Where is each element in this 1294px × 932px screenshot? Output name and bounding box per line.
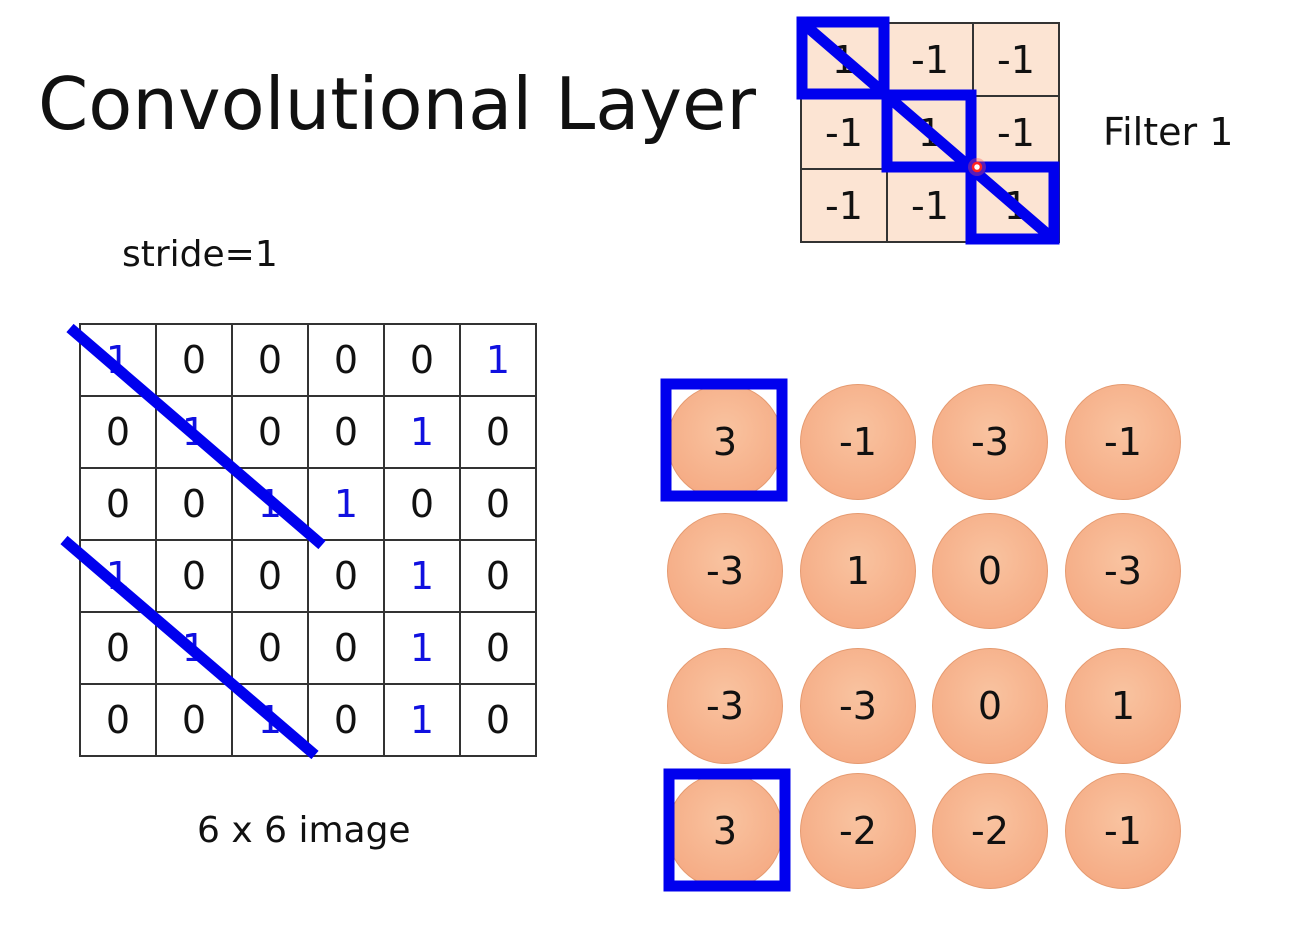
image-cell: 1	[459, 323, 537, 397]
output-value: 1	[1065, 648, 1181, 764]
image-cell: 1	[155, 395, 233, 469]
image-cell: 0	[383, 323, 461, 397]
image-cell: 1	[383, 395, 461, 469]
output-value: -1	[1065, 384, 1181, 500]
filter-cell: -1	[886, 168, 974, 243]
image-cell: 1	[155, 611, 233, 685]
image-label: 6 x 6 image	[197, 810, 411, 851]
image-cell: 0	[155, 683, 233, 757]
image-cell: 0	[79, 395, 157, 469]
filter-cell: -1	[800, 95, 888, 170]
output-value: 0	[932, 648, 1048, 764]
output-value: 3	[667, 384, 783, 500]
image-cell: 0	[231, 539, 309, 613]
image-cell: 1	[231, 683, 309, 757]
stride-label: stride=1	[122, 234, 278, 275]
image-cell: 0	[459, 395, 537, 469]
image-cell: 1	[79, 323, 157, 397]
output-value: -2	[800, 773, 916, 889]
output-value: -3	[800, 648, 916, 764]
image-cell: 0	[307, 323, 385, 397]
image-cell: 0	[79, 467, 157, 541]
image-cell: 1	[231, 467, 309, 541]
output-value: -3	[667, 513, 783, 629]
image-cell: 0	[459, 539, 537, 613]
filter-label: Filter 1	[1103, 110, 1234, 154]
image-cell: 0	[459, 467, 537, 541]
output-value: -3	[1065, 513, 1181, 629]
image-cell: 0	[231, 323, 309, 397]
image-cell: 0	[383, 467, 461, 541]
filter-cell: -1	[972, 22, 1060, 97]
filter-cell: -1	[886, 22, 974, 97]
output-value: -2	[932, 773, 1048, 889]
output-value: -3	[932, 384, 1048, 500]
output-value: -1	[1065, 773, 1181, 889]
image-cell: 0	[459, 611, 537, 685]
output-value: 1	[800, 513, 916, 629]
filter-cell: 1	[972, 168, 1060, 243]
output-value: -1	[800, 384, 916, 500]
output-value: 3	[667, 773, 783, 889]
filter-cell: 1	[886, 95, 974, 170]
image-cell: 0	[231, 611, 309, 685]
image-cell: 1	[79, 539, 157, 613]
image-cell: 0	[307, 611, 385, 685]
image-cell: 1	[383, 611, 461, 685]
image-cell: 1	[307, 467, 385, 541]
image-cell: 0	[155, 323, 233, 397]
output-value: 0	[932, 513, 1048, 629]
filter-cell: 1	[800, 22, 888, 97]
filter-cell: -1	[972, 95, 1060, 170]
slide-title: Convolutional Layer	[38, 62, 756, 146]
image-cell: 0	[459, 683, 537, 757]
filter-cell: -1	[800, 168, 888, 243]
image-cell: 0	[79, 611, 157, 685]
image-cell: 0	[155, 467, 233, 541]
image-cell: 0	[155, 539, 233, 613]
image-cell: 0	[307, 539, 385, 613]
image-cell: 0	[231, 395, 309, 469]
image-cell: 0	[307, 395, 385, 469]
image-cell: 0	[79, 683, 157, 757]
image-cell: 1	[383, 539, 461, 613]
image-cell: 1	[383, 683, 461, 757]
output-value: -3	[667, 648, 783, 764]
image-cell: 0	[307, 683, 385, 757]
